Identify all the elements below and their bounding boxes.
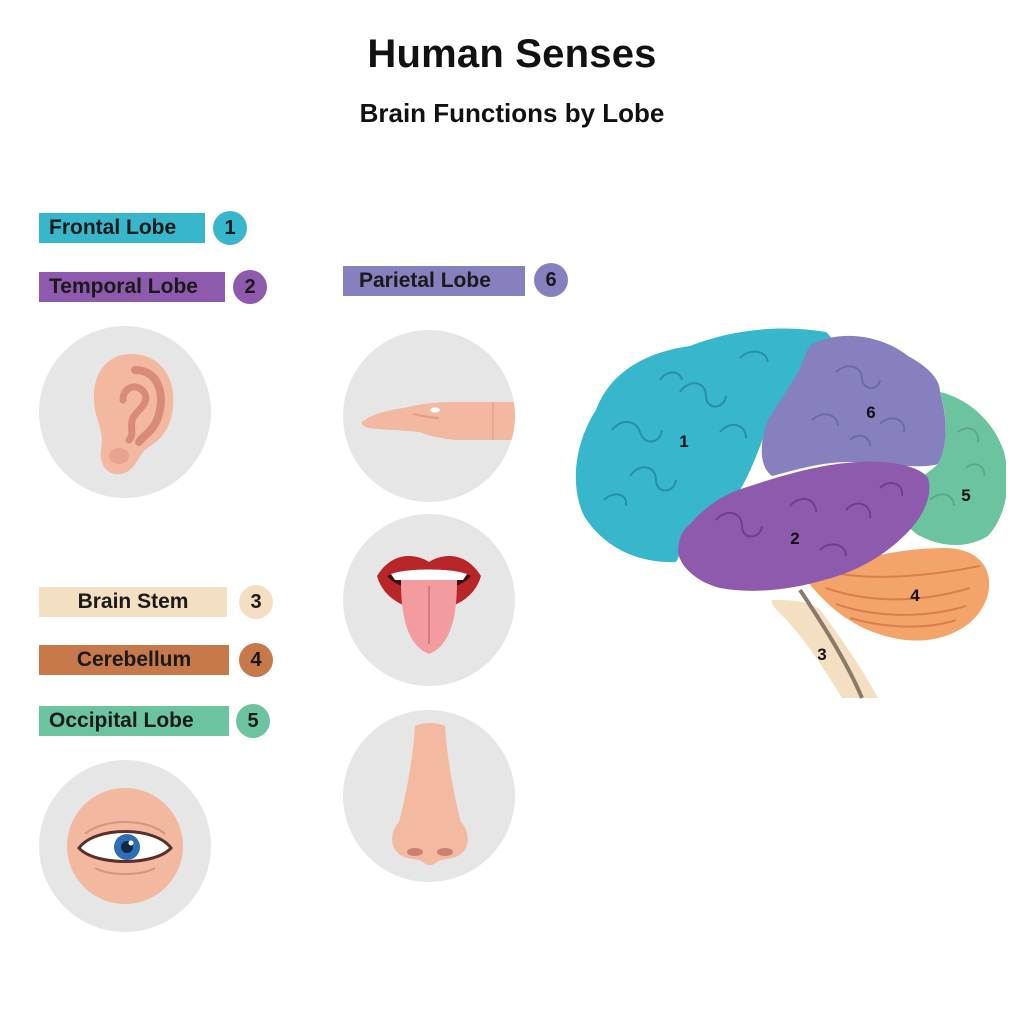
label-parietal-lobe: Parietal Lobe	[343, 266, 525, 296]
parietal-lobe-region	[761, 335, 946, 476]
brain-number-5: 5	[961, 486, 970, 505]
cerebellum-folds	[825, 565, 981, 628]
brain-stem-line	[798, 588, 864, 699]
label-frontal-lobe: Frontal Lobe	[39, 213, 205, 243]
parietal-gyri	[811, 365, 906, 447]
mouth-circle	[343, 514, 515, 686]
ear-circle	[39, 326, 211, 498]
badge-temporal-lobe: 2	[233, 270, 267, 304]
brain-number-1: 1	[679, 432, 688, 451]
frontal-gyri	[603, 350, 769, 507]
hand-icon	[361, 402, 515, 440]
label-cerebellum: Cerebellum	[39, 645, 229, 675]
eye-circle	[39, 760, 211, 932]
page-title: Human Senses	[367, 32, 657, 76]
label-brain-stem: Brain Stem	[39, 587, 227, 617]
brain-diagram: 1 2 3 4 5 6	[575, 328, 1006, 699]
nose-circle	[343, 710, 515, 882]
brain-number-6: 6	[866, 403, 875, 422]
badge-occipital-lobe: 5	[236, 704, 270, 738]
nose-icon	[392, 723, 468, 865]
eye-icon	[67, 788, 183, 904]
temporal-gyri	[715, 481, 904, 557]
badge-cerebellum: 4	[239, 643, 273, 677]
hand-circle	[343, 330, 515, 502]
occipital-gyri	[929, 427, 986, 507]
badge-brain-stem: 3	[239, 585, 273, 619]
temporal-lobe-region	[678, 461, 930, 591]
page-subtitle: Brain Functions by Lobe	[359, 98, 665, 128]
brain-number-4: 4	[910, 586, 920, 605]
cerebellum-region	[808, 548, 990, 641]
brain-number-2: 2	[790, 529, 799, 548]
badge-parietal-lobe: 6	[534, 263, 568, 297]
ear-icon	[93, 354, 174, 475]
brain-number-3: 3	[817, 645, 826, 664]
mouth-icon	[377, 555, 481, 654]
label-occipital-lobe: Occipital Lobe	[39, 706, 229, 736]
badge-frontal-lobe: 1	[213, 211, 247, 245]
occipital-lobe-region	[902, 392, 1006, 545]
frontal-lobe-region	[575, 328, 835, 563]
label-temporal-lobe: Temporal Lobe	[39, 272, 225, 302]
